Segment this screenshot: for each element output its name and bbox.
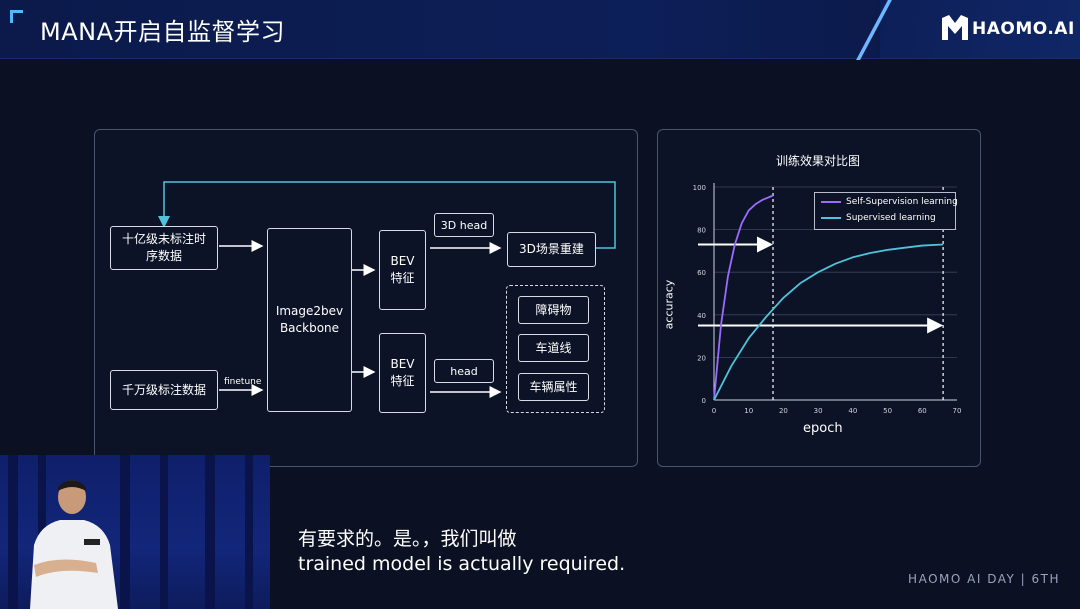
- speaker-video-inset: [0, 455, 270, 609]
- 3d-head-label: 3D head: [434, 213, 494, 237]
- header-bar: MANA开启自监督学习 HAOMO.AI: [0, 0, 1080, 60]
- backbone-line1: Image2bev: [275, 304, 344, 318]
- task-vehicle-attr: 车辆属性: [518, 373, 589, 401]
- x-tick-label: 0: [712, 407, 716, 415]
- x-tick-label: 30: [814, 407, 823, 415]
- subtitle-line-chinese: 有要求的。是。，我们叫做: [298, 528, 517, 550]
- event-footer: HAOMO AI DAY | 6TH: [908, 572, 1060, 586]
- y-tick-label: 20: [697, 354, 706, 362]
- input-unlabeled-line1: 十亿级未标注时: [121, 232, 206, 246]
- legend-item-supervised: Supervised learning: [821, 213, 936, 223]
- task-lane-label: 车道线: [535, 340, 572, 355]
- y-tick-label: 80: [697, 227, 706, 235]
- x-axis-label: epoch: [803, 421, 843, 436]
- bev-feature-top: BEV 特征: [379, 230, 426, 310]
- y-tick-label: 100: [693, 184, 706, 192]
- task-obstacle-label: 障碍物: [535, 302, 572, 317]
- y-tick-label: 60: [697, 269, 706, 277]
- x-tick-label: 70: [953, 407, 962, 415]
- legend-label-supervised: Supervised learning: [846, 213, 936, 223]
- task-lane: 车道线: [518, 334, 589, 362]
- finetune-label: finetune: [224, 377, 262, 387]
- series-supervised-line: [713, 243, 944, 401]
- head-label: head: [434, 359, 494, 383]
- legend-label-self-supervision: Self-Supervision learning: [846, 197, 958, 207]
- slide-title: MANA开启自监督学习: [40, 18, 285, 46]
- input-unlabeled-line2: 序数据: [145, 249, 182, 263]
- input-labeled-label: 千万级标注数据: [121, 382, 206, 397]
- input-unlabeled-data: 十亿级未标注时序数据: [110, 226, 218, 270]
- input-labeled-data: 千万级标注数据: [110, 370, 218, 410]
- bev-bottom-line2: 特征: [390, 374, 415, 388]
- task-obstacle: 障碍物: [518, 296, 589, 324]
- corner-bracket-icon: [10, 10, 23, 23]
- bev-top-line2: 特征: [390, 271, 415, 285]
- bev-top-line1: BEV: [390, 254, 415, 268]
- scene-reconstruction: 3D场景重建: [507, 232, 596, 267]
- brand-name: HAOMO.AI: [972, 19, 1075, 39]
- y-axis-label: accuracy: [662, 279, 676, 330]
- x-tick-label: 20: [779, 407, 788, 415]
- x-tick-label: 40: [848, 407, 857, 415]
- task-vehicle-attr-label: 车辆属性: [529, 379, 578, 394]
- scene-reconstruction-label: 3D场景重建: [519, 242, 584, 256]
- legend-swatch-self-supervision: [821, 200, 841, 203]
- bev-feature-bottom: BEV 特征: [379, 333, 426, 413]
- chart-title: 训练效果对比图: [775, 154, 860, 168]
- bev-bottom-line1: BEV: [390, 357, 415, 371]
- x-tick-label: 10: [744, 407, 753, 415]
- legend-swatch-supervised: [821, 216, 841, 219]
- y-tick-label: 0: [702, 397, 706, 405]
- chart-legend: Self-Supervision learning Supervised lea…: [814, 192, 958, 230]
- series-self-supervision-line: [713, 194, 774, 401]
- y-tick-label: 40: [697, 312, 706, 320]
- backbone-line2: Backbone: [279, 321, 340, 335]
- subtitle-line-english: trained model is actually required.: [298, 553, 626, 575]
- chart-panel: [657, 129, 981, 467]
- brand-area: HAOMO.AI: [856, 0, 1080, 60]
- speaker-figure: [30, 480, 118, 609]
- x-tick-label: 50: [883, 407, 892, 415]
- haomo-logo-icon: [942, 15, 968, 40]
- x-tick-label: 60: [918, 407, 927, 415]
- task-heads-group: [506, 285, 605, 413]
- legend-item-self-supervision: Self-Supervision learning: [821, 197, 958, 207]
